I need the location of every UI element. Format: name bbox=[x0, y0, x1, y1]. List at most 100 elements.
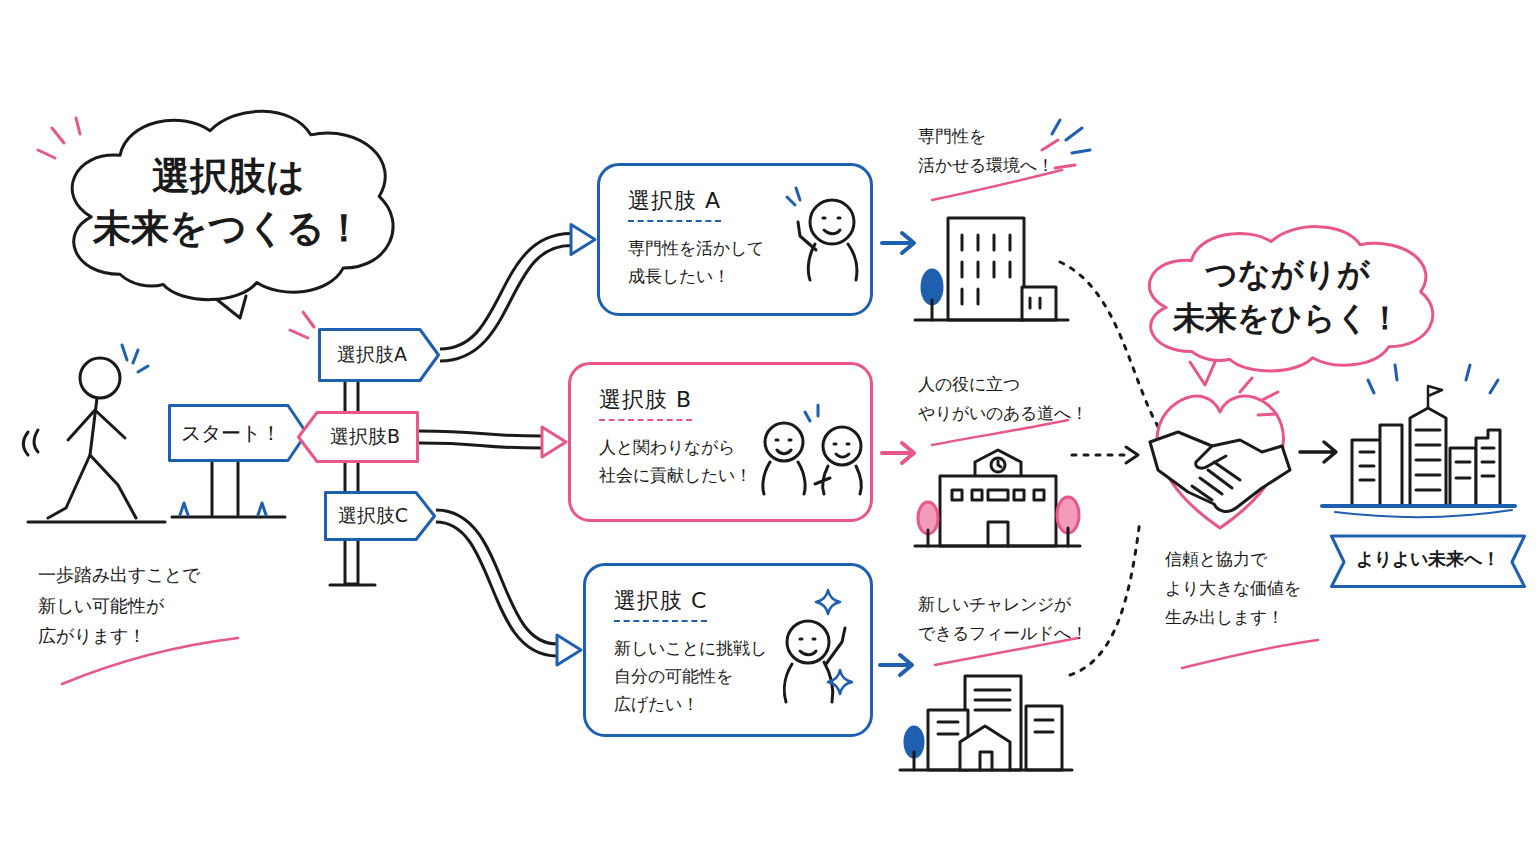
person-c bbox=[784, 662, 832, 702]
sign-text: 選択肢B bbox=[330, 424, 400, 450]
city bbox=[1380, 425, 1402, 506]
box-body: 専門性を活かして 成長したい！ bbox=[628, 234, 764, 290]
arrow-shaft bbox=[440, 240, 571, 356]
school-building bbox=[927, 530, 930, 546]
cloud-text: 選択肢は 未来をつくる！ bbox=[93, 151, 363, 254]
sign-text: よりよい未来へ！ bbox=[1356, 547, 1500, 571]
note-text: 人の役に立つ やりがいのある道へ！ bbox=[918, 370, 1088, 428]
person-a bbox=[823, 218, 840, 234]
buildings bbox=[960, 726, 1010, 770]
option-box: 選択肢 B 人と関わりながら 社会に貢献したい！ bbox=[568, 362, 873, 522]
burst-marks bbox=[290, 312, 314, 338]
people-b bbox=[763, 462, 805, 494]
underline-stroke bbox=[1182, 640, 1318, 668]
ribbon-banner: よりよい未来へ！ bbox=[1330, 530, 1526, 588]
direction-sign: 選択肢B bbox=[297, 411, 419, 463]
arrow bbox=[1300, 442, 1336, 462]
city bbox=[1352, 440, 1382, 506]
walking-person bbox=[80, 358, 120, 398]
person-c bbox=[826, 628, 845, 664]
heart-handshake bbox=[1150, 432, 1290, 511]
node-outline bbox=[48, 100, 408, 305]
walking-person bbox=[24, 430, 39, 455]
option-box: 選択肢 A 専門性を活かして 成長したい！ bbox=[597, 163, 873, 316]
people-b bbox=[834, 444, 849, 457]
sparkle bbox=[828, 670, 852, 694]
arrow-head bbox=[542, 427, 566, 457]
title-cloud: 選択肢は 未来をつくる！ bbox=[48, 100, 408, 305]
school-building bbox=[991, 458, 1005, 472]
sparkle bbox=[816, 590, 852, 694]
people-b bbox=[765, 423, 803, 461]
school-building bbox=[952, 490, 1044, 546]
office-building bbox=[915, 218, 1068, 320]
sign-outline bbox=[326, 493, 435, 540]
arrow-head bbox=[571, 225, 595, 255]
office-building bbox=[931, 300, 934, 320]
city bbox=[1322, 386, 1515, 517]
office-building bbox=[1030, 298, 1040, 308]
arrow bbox=[880, 655, 912, 675]
start-sign: スタート！ bbox=[168, 404, 308, 462]
person-c bbox=[787, 621, 829, 663]
burst-marks bbox=[787, 188, 800, 205]
sign-post bbox=[180, 503, 266, 515]
people-b bbox=[763, 423, 861, 494]
box-heading: 選択肢 B bbox=[599, 385, 692, 421]
cloud-outline bbox=[72, 111, 393, 299]
people-b bbox=[776, 440, 791, 454]
arrow-shaft bbox=[436, 516, 557, 650]
arrow bbox=[882, 443, 914, 463]
sign-post bbox=[172, 462, 285, 517]
note-text: 専門性を 活かせる環境へ！ bbox=[918, 122, 1054, 180]
flow-arrow bbox=[436, 516, 581, 665]
option-box: 選択肢 C新しいことに挑戦し 自分の可能性を 広げたい！ bbox=[583, 563, 873, 737]
banner-outline bbox=[1332, 536, 1525, 587]
sign-text: 選択肢C bbox=[338, 503, 408, 529]
city bbox=[1335, 510, 1512, 517]
underline-stroke bbox=[932, 420, 1068, 445]
office-building bbox=[1022, 287, 1056, 320]
heart-handshake bbox=[1150, 396, 1290, 528]
buildings bbox=[1026, 706, 1062, 770]
city bbox=[1360, 430, 1494, 490]
walking-person bbox=[48, 455, 136, 518]
cloud-outline bbox=[1149, 227, 1432, 371]
school-building bbox=[940, 476, 1056, 546]
message-cloud: つながりが 未来をひらく！ bbox=[1128, 218, 1446, 375]
walking-person bbox=[28, 521, 165, 524]
signpost-pole bbox=[330, 584, 375, 587]
person-a bbox=[810, 200, 854, 244]
arrow-shaft bbox=[419, 437, 542, 442]
school-building bbox=[1067, 528, 1070, 546]
arrow-head bbox=[557, 635, 581, 665]
people-b bbox=[815, 466, 861, 494]
arrow bbox=[882, 233, 914, 253]
office-building bbox=[915, 319, 1068, 322]
box-body: 人と関わりながら 社会に貢献したい！ bbox=[599, 433, 752, 489]
sign-outline bbox=[299, 413, 418, 462]
arrow-shaft bbox=[419, 437, 542, 442]
city bbox=[1428, 386, 1442, 408]
buildings bbox=[900, 769, 1072, 772]
note-text: 新しいチャレンジが できるフィールドへ！ bbox=[918, 590, 1088, 648]
direction-sign: 選択肢A bbox=[318, 328, 440, 382]
person-c bbox=[800, 639, 816, 655]
cloud-tail bbox=[1190, 362, 1215, 385]
walking-person bbox=[90, 398, 97, 455]
sign-text: スタート！ bbox=[181, 420, 281, 447]
box-heading: 選択肢 A bbox=[628, 186, 721, 222]
walking-person bbox=[24, 358, 166, 522]
direction-sign: 選択肢C bbox=[324, 491, 436, 541]
school-building bbox=[975, 450, 1021, 478]
person-a bbox=[798, 222, 816, 250]
flow-arrow bbox=[440, 225, 595, 356]
person-c bbox=[784, 621, 845, 702]
arrow-head bbox=[1126, 447, 1138, 463]
buildings bbox=[913, 752, 916, 770]
burst-marks bbox=[1368, 365, 1498, 393]
buildings bbox=[938, 690, 1053, 734]
sign-post bbox=[212, 462, 238, 515]
school-building bbox=[915, 450, 1080, 546]
sign-outline bbox=[320, 330, 439, 381]
